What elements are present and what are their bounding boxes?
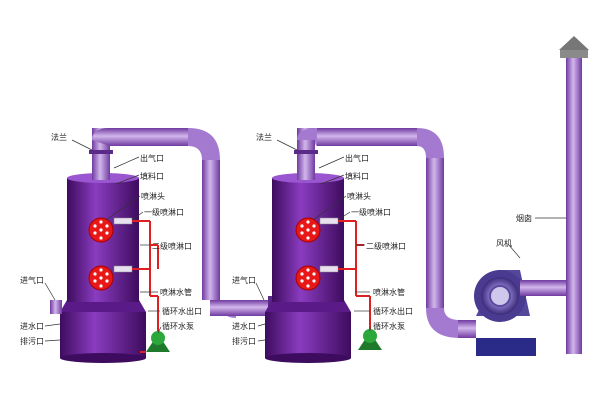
label-spray-port-1a: 一级喷淋口: [144, 207, 184, 217]
label-packing-port-1: 填料口: [140, 171, 164, 181]
annotations: [44, 139, 566, 342]
connecting-pipe-2: [297, 128, 476, 338]
label-spray-port-2a: 二级喷淋口: [152, 241, 192, 251]
label-spray-port-2b: 二级喷淋口: [366, 241, 406, 251]
tower-1: [50, 140, 146, 363]
label-gas-inlet-1: 进气口: [20, 275, 44, 285]
label-spray-port-1b: 一级喷淋口: [351, 207, 391, 217]
label-circ-outlet-2: 循环水出口: [373, 306, 413, 316]
label-flange-1: 法兰: [51, 132, 67, 142]
label-drain-2: 排污口: [232, 336, 256, 346]
label-drain-1: 排污口: [20, 336, 44, 346]
label-water-inlet-1: 进水口: [20, 321, 44, 331]
spray-water-pipe-2: [338, 220, 371, 332]
label-packing-port-2: 填料口: [345, 171, 369, 181]
label-gas-outlet-1: 出气口: [140, 153, 164, 163]
spray-water-pipe-1: [132, 220, 159, 336]
label-gas-outlet-2: 出气口: [345, 153, 369, 163]
label-spray-head-1: 喷淋头: [141, 191, 165, 201]
fan: [474, 270, 544, 356]
label-spray-pipe-1: 喷淋水管: [160, 287, 192, 297]
label-flange-2: 法兰: [256, 132, 272, 142]
label-spray-pipe-2: 喷淋水管: [373, 287, 405, 297]
label-water-inlet-2: 进水口: [232, 321, 256, 331]
tower-2: [265, 140, 351, 363]
circulation-pump-1: [140, 331, 170, 353]
label-gas-inlet-2: 进气口: [232, 275, 256, 285]
label-circ-outlet-1: 循环水出口: [162, 306, 202, 316]
label-chimney: 烟囱: [516, 213, 532, 223]
circulation-pump-2: [358, 329, 382, 350]
label-fan: 风机: [496, 238, 512, 248]
label-spray-head-2: 喷淋头: [347, 191, 371, 201]
chimney: [544, 36, 589, 354]
label-pump-1: 循环水泵: [162, 321, 194, 331]
label-pump-2: 循环水泵: [373, 321, 405, 331]
labels: 法兰 出气口 填料口 喷淋头 一级喷淋口 二级喷淋口 进气口 喷淋水管 进水口 …: [20, 132, 532, 346]
